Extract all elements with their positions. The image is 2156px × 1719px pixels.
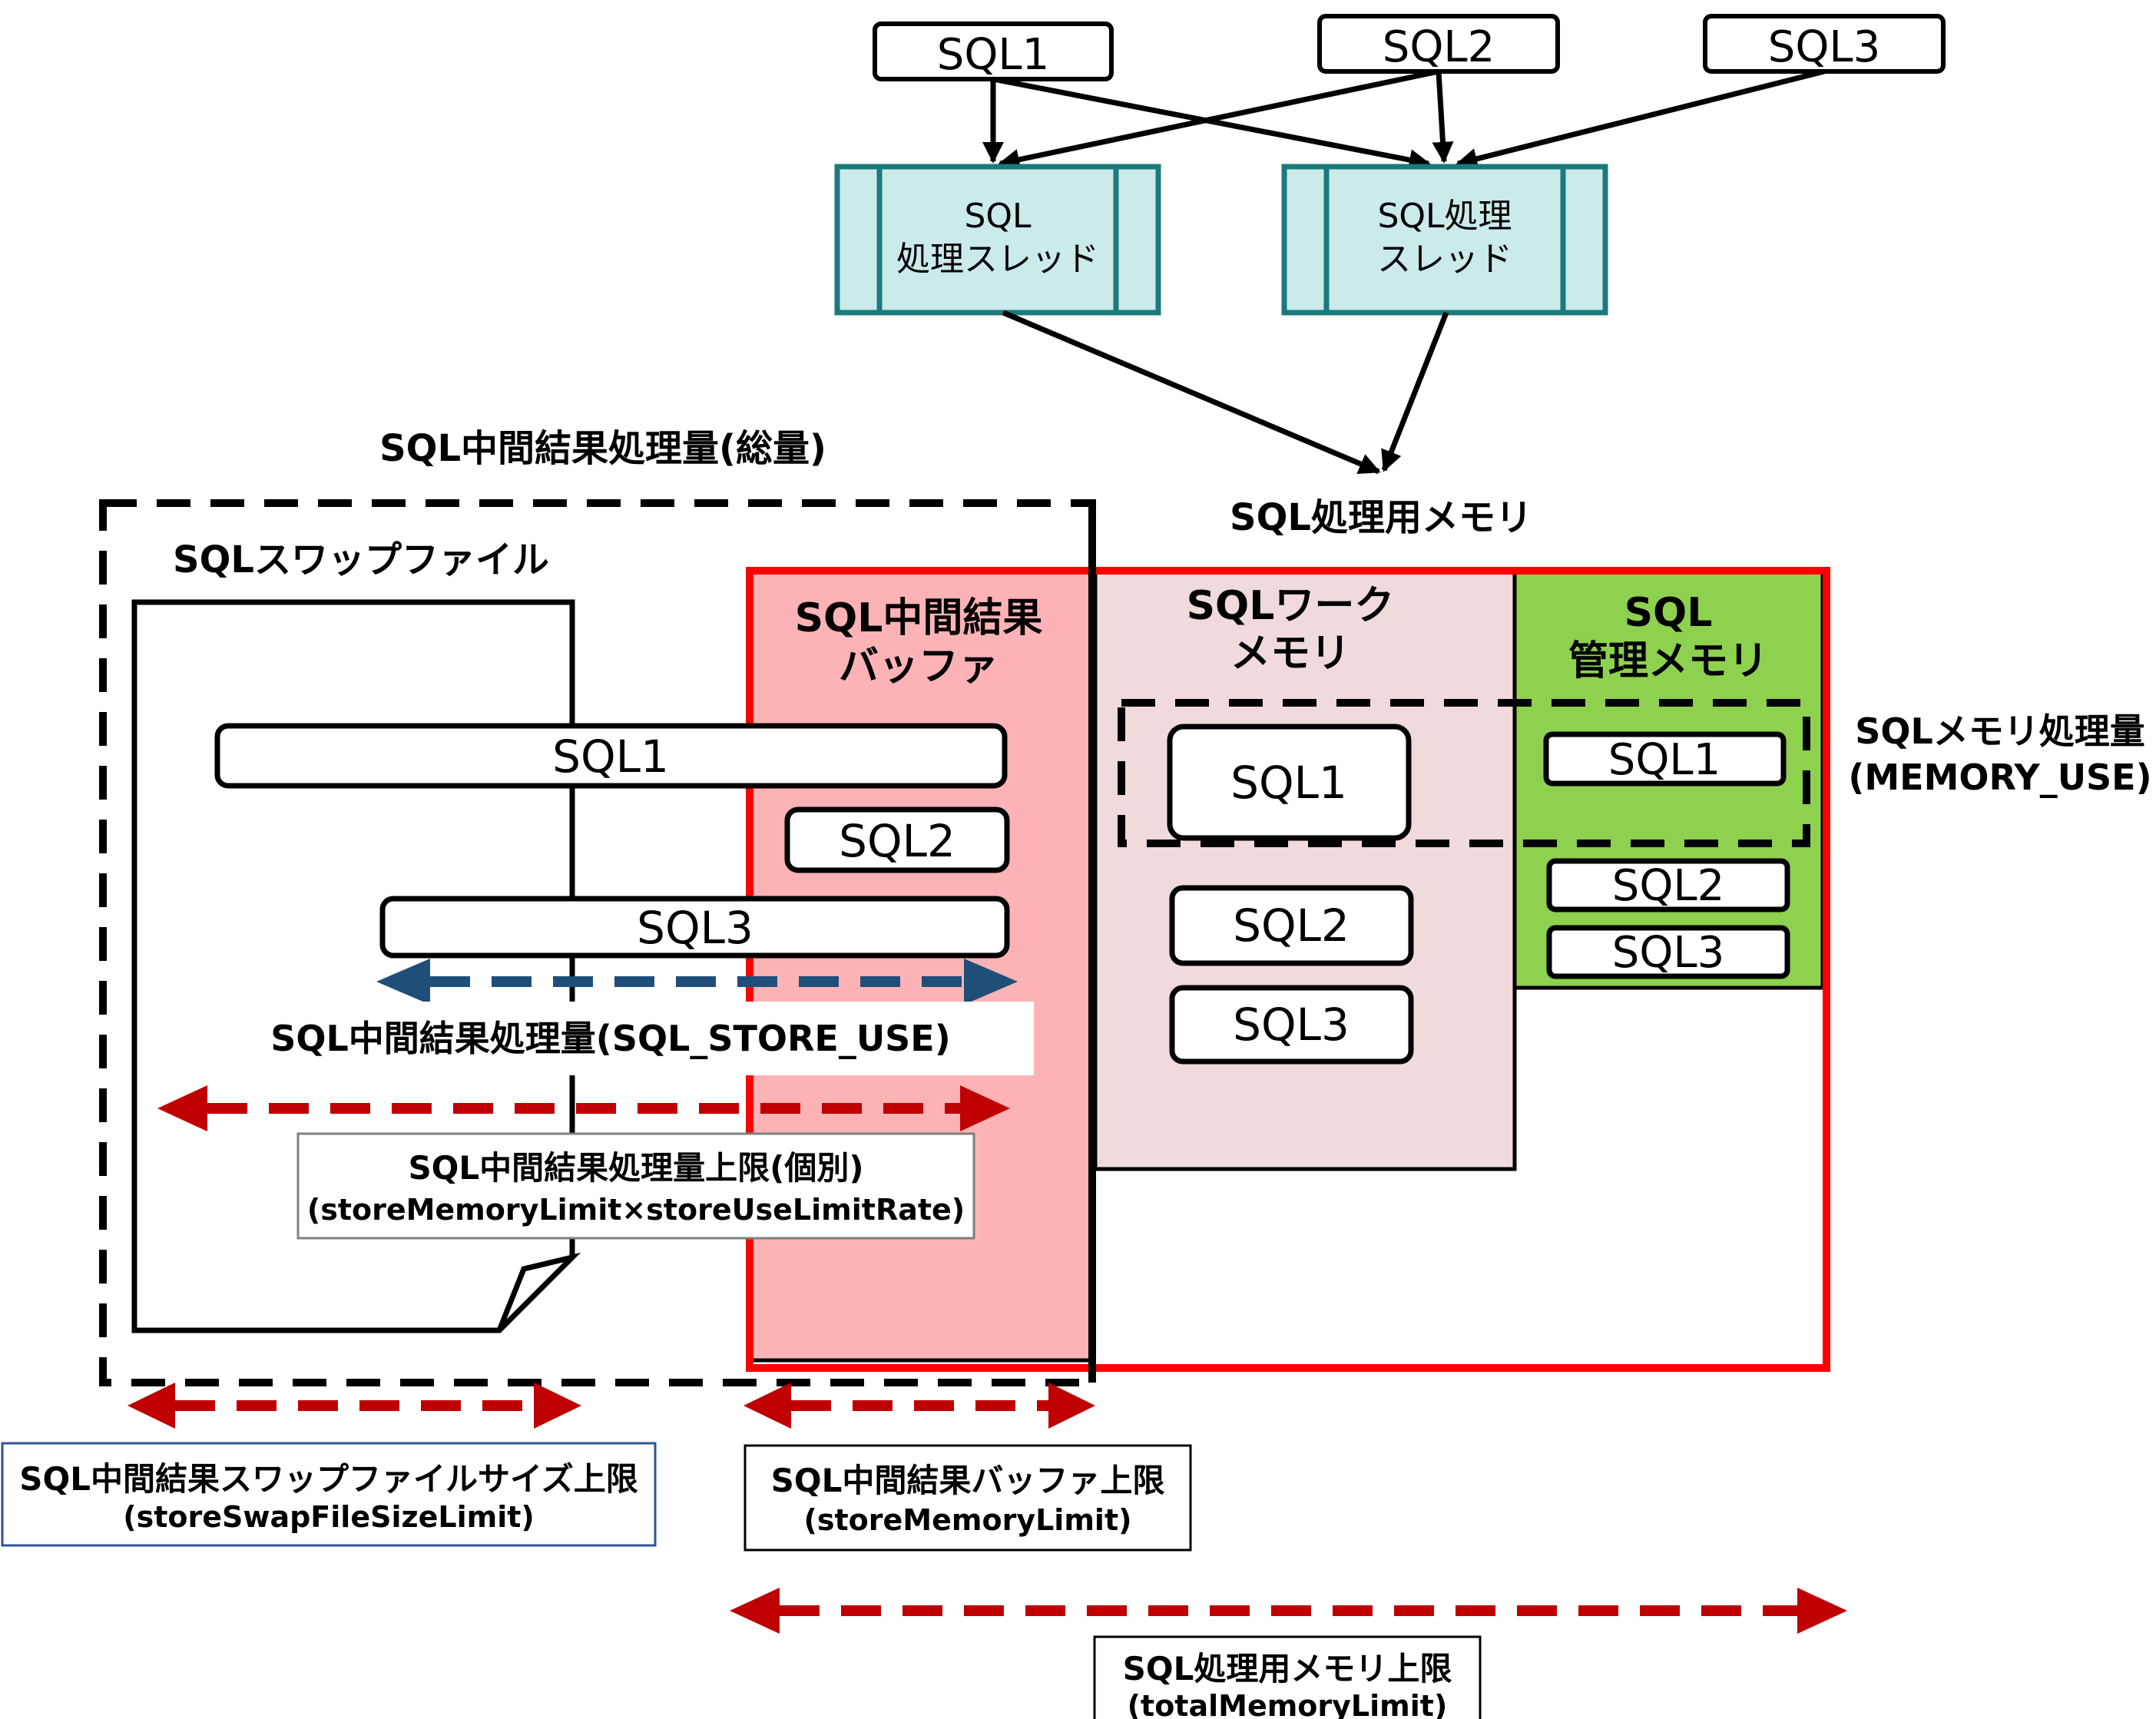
flow-arrow: [1381, 311, 1449, 472]
work-label-line1: SQLワーク: [1187, 583, 1395, 629]
work-bar-sql2: [1169, 885, 1414, 966]
individual-limit-box: [296, 1132, 975, 1240]
sql-thread-1: SQL 処理スレッド: [834, 164, 1161, 316]
store-bar-sql2: [784, 807, 1010, 873]
sql-thread-2: SQL処理 スレッド: [1281, 164, 1608, 316]
mgmt-bars: SQL1 SQL2 SQL3: [1543, 731, 1790, 979]
store-bar-sql2-label: SQL2: [839, 815, 955, 867]
swap-limit-box: [1, 1442, 657, 1547]
swap-limit-param: (storeSwapFileSizeLimit): [123, 1500, 535, 1534]
mgmt-bar-sql2-label: SQL2: [1612, 861, 1724, 911]
thread-2-line1: SQL処理: [1377, 197, 1512, 236]
work-memory: [1093, 568, 1517, 1171]
buffer-limit-arrow: [744, 1383, 1095, 1429]
store-use-label-bg: [261, 1002, 1034, 1075]
individual-limit-title: SQL中間結果処理量上限(個別): [408, 1149, 863, 1187]
query-label-sql3: SQL3: [1768, 22, 1880, 72]
query-label-sql1: SQL1: [937, 30, 1049, 80]
buffer-limit-box: [744, 1444, 1192, 1552]
store-bar-sql1: [214, 723, 1008, 789]
memory-use-label-line2: (MEMORY_USE): [1848, 757, 2151, 798]
swap-limit-title: SQL中間結果スワップファイルサイズ上限: [19, 1460, 638, 1498]
query-label-sql2: SQL2: [1383, 22, 1495, 72]
mgmt-bar-sql1: [1543, 731, 1787, 787]
total-limit-param: (totalMemoryLimit): [1128, 1689, 1448, 1719]
thread-1-line1: SQL: [964, 197, 1032, 236]
flow-arrow: [1432, 71, 1454, 164]
mgmt-label-line1: SQL: [1624, 590, 1713, 636]
mgmt-bar-sql2: [1546, 858, 1790, 912]
work-bar-sql3: [1169, 985, 1414, 1065]
store-bar-sql1-label: SQL1: [552, 730, 669, 783]
mgmt-bar-sql1-label: SQL1: [1608, 735, 1720, 785]
work-bar-sql1: [1167, 724, 1412, 841]
work-label-line2: メモリ: [1230, 631, 1350, 677]
buffer-limit-param: (storeMemoryLimit): [804, 1503, 1132, 1537]
mgmt-bar-sql3: [1546, 925, 1790, 979]
individual-limit-param: (storeMemoryLimit×storeUseLimitRate): [307, 1193, 965, 1227]
total-title: SQL中間結果処理量(総量): [379, 427, 826, 470]
work-bar-sql1-label: SQL1: [1230, 757, 1347, 809]
query-flow: SQL1 SQL2 SQL3 SQL 処理スレッド SQL処理 スレッド: [834, 14, 1946, 475]
store-use-label: SQL中間結果処理量(SQL_STORE_USE): [270, 1018, 951, 1059]
work-bar-sql3-label: SQL3: [1233, 999, 1350, 1051]
memory-use-label-line1: SQLメモリ処理量: [1855, 710, 2145, 752]
store-use-arrow: [376, 959, 1018, 1005]
buffer-label-line2: バッファ: [839, 644, 999, 690]
thread-1-line2: 処理スレッド: [896, 240, 1099, 279]
mgmt-bar-sql3-label: SQL3: [1612, 928, 1724, 978]
total-limit-box: [1093, 1635, 1482, 1719]
flow-arrow: [1456, 68, 1825, 170]
memory-use-dashed-frame: [1118, 699, 1810, 847]
store-bar-sql3-label: SQL3: [637, 902, 753, 954]
buffer-label-line1: SQL中間結果: [795, 595, 1043, 641]
total-limit-title: SQL処理用メモリ上限: [1123, 1650, 1452, 1688]
work-bars: SQL1 SQL2 SQL3: [1167, 724, 1414, 1065]
work-bar-sql2-label: SQL2: [1233, 899, 1350, 952]
flow-arrow: [998, 68, 1439, 171]
store-bars: SQL1 SQL2 SQL3: [214, 723, 1010, 959]
individual-limit-arrow: [157, 1085, 1010, 1131]
total-limit-arrow: [730, 1588, 1847, 1634]
thread-2-line2: スレッド: [1377, 240, 1512, 279]
buffer-limit-title: SQL中間結果バッファ上限: [771, 1462, 1165, 1499]
swap-limit-arrow: [128, 1383, 581, 1429]
flow-arrow: [1002, 310, 1381, 475]
memory-title: SQL処理用メモリ: [1230, 496, 1532, 539]
mgmt-label-line2: 管理メモリ: [1568, 638, 1768, 684]
store-bar-sql3: [379, 896, 1010, 959]
swap-file-label: SQLスワップファイル: [173, 538, 549, 581]
